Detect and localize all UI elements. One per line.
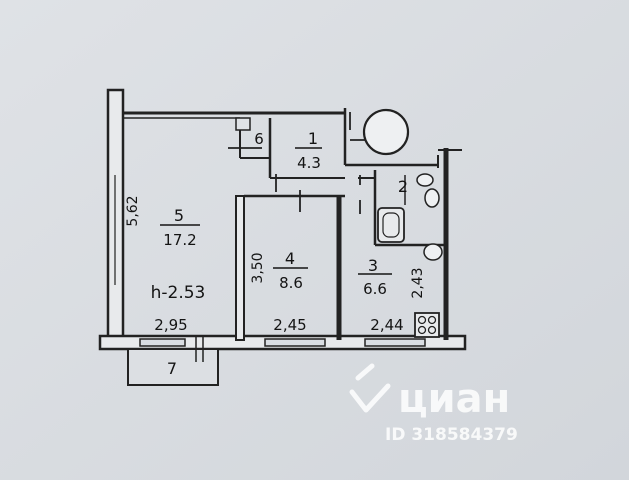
- room5-area: 17.2: [163, 231, 196, 249]
- room7-number: 7: [167, 359, 177, 378]
- ceiling-height: h-2.53: [151, 283, 206, 303]
- room2-number: 2: [398, 177, 408, 196]
- label-underlines: [160, 147, 392, 275]
- room3-area: 6.6: [363, 280, 387, 298]
- room1-area: 4.3: [297, 154, 321, 172]
- window-room3: [364, 338, 426, 347]
- room4-left-wall: [235, 195, 245, 341]
- room3-number: 3: [368, 256, 378, 275]
- balcony-room7: [127, 348, 219, 386]
- room5-number: 5: [174, 206, 184, 225]
- windows: [139, 338, 426, 347]
- stove: [414, 312, 440, 338]
- dim-room4-width: 2,45: [273, 316, 306, 334]
- room6-number: 6: [254, 130, 264, 148]
- room4-number: 4: [285, 249, 295, 268]
- dim-room3-height: 2,43: [410, 267, 426, 298]
- window-room4: [264, 338, 326, 347]
- room1-number: 1: [308, 129, 318, 148]
- dim-room4-height: 3,50: [250, 252, 266, 283]
- dim-room5-width: 2,95: [154, 316, 187, 334]
- window-room5: [139, 338, 186, 347]
- watermark-logo-icon: [349, 363, 391, 413]
- dim-room3-width: 2,44: [370, 316, 403, 334]
- round-shaft: [362, 108, 410, 156]
- room4-area: 8.6: [279, 274, 303, 292]
- sanitary-fixtures: [416, 173, 443, 261]
- watermark-id: ID 318584379: [385, 425, 518, 445]
- bathtub: [377, 207, 405, 243]
- watermark: циан ID 318584379: [349, 363, 518, 445]
- vent-box: [235, 117, 251, 131]
- watermark-brand: циан: [398, 376, 510, 422]
- dim-room5-height: 5,62: [125, 195, 141, 226]
